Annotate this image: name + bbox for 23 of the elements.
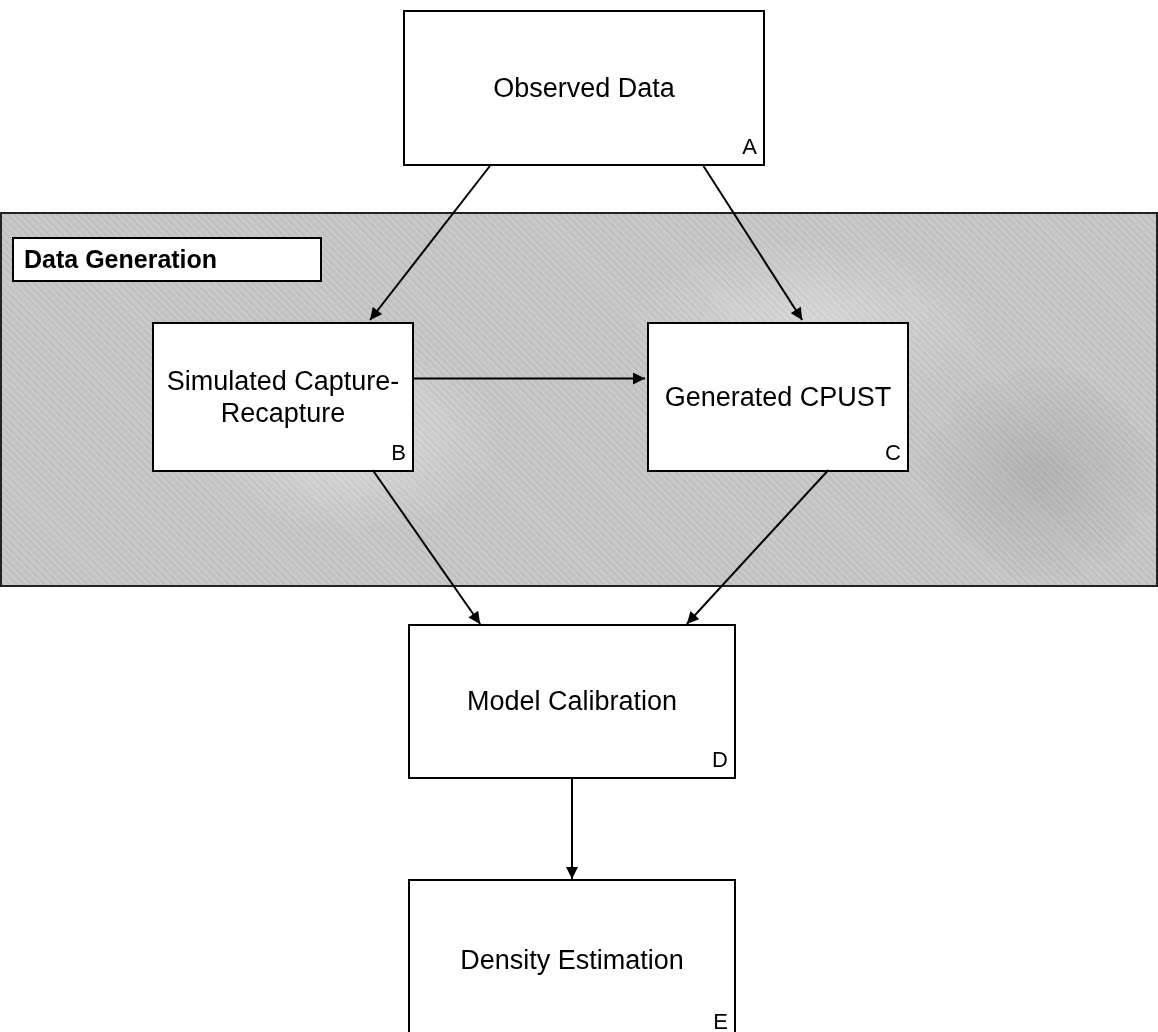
process-box bbox=[408, 879, 736, 1032]
box-label: Model Calibration bbox=[465, 685, 679, 718]
arrow bbox=[702, 165, 804, 321]
process-box bbox=[408, 624, 736, 779]
box-label: Density Estimation bbox=[459, 943, 685, 977]
box-letter: B bbox=[391, 440, 406, 466]
box-letter: C bbox=[885, 440, 901, 466]
group-band bbox=[0, 212, 1158, 587]
box-label: Observed Data bbox=[492, 71, 676, 105]
arrow bbox=[566, 778, 578, 880]
process-box bbox=[647, 322, 909, 472]
group-title: Data Generation bbox=[12, 237, 322, 282]
arrow bbox=[369, 165, 491, 321]
box-letter: D bbox=[712, 747, 728, 773]
box-letter: A bbox=[742, 134, 757, 160]
box-letter: E bbox=[713, 1009, 728, 1032]
arrow bbox=[411, 372, 646, 385]
box-label: Generated CPUST bbox=[663, 380, 893, 414]
process-box bbox=[152, 322, 414, 472]
process-box bbox=[403, 10, 765, 166]
arrow bbox=[371, 469, 482, 625]
arrow bbox=[685, 469, 830, 625]
box-label: Simulated Capture-Recapture bbox=[165, 364, 401, 430]
